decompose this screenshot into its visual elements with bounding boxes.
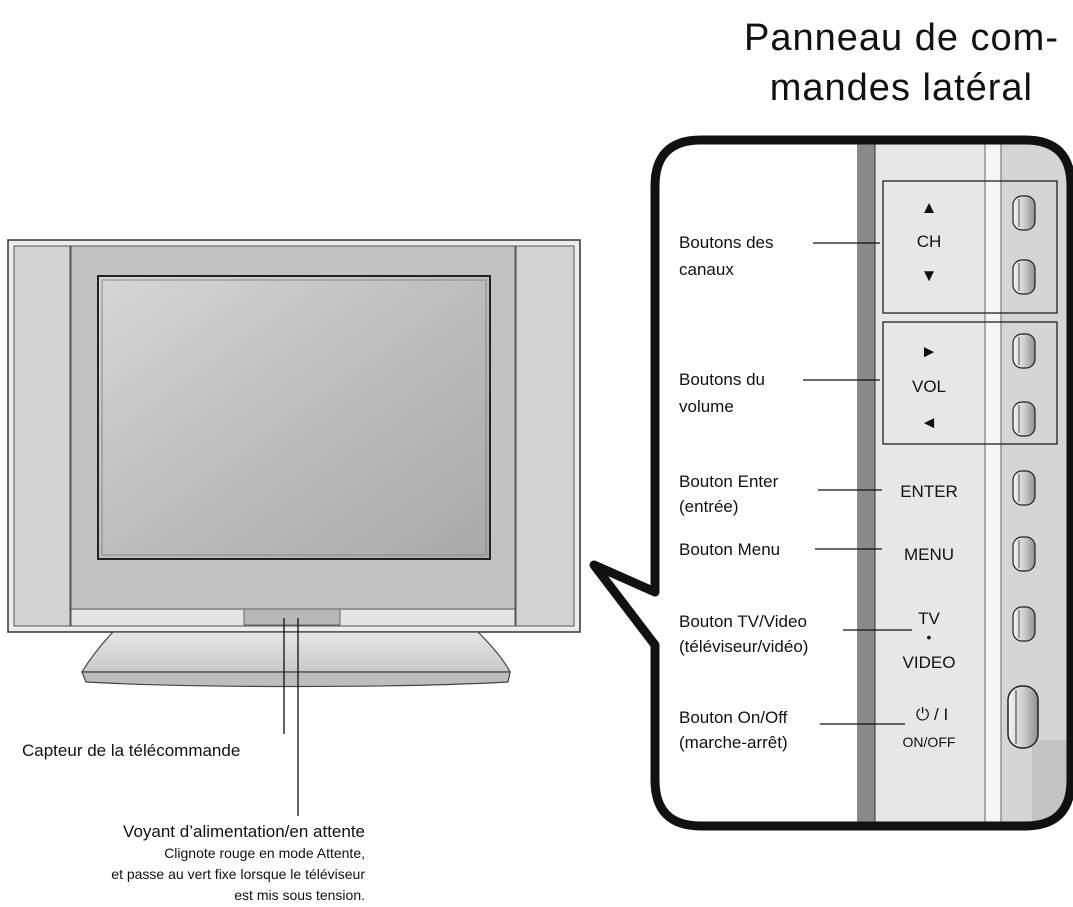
- power-indicator-note-1: Clignote rouge en mode Attente,: [164, 845, 365, 861]
- channel-button-group-box: [882, 180, 1058, 314]
- menu-button-label: Bouton Menu: [679, 540, 780, 559]
- volume-button-group-box: [882, 321, 1058, 445]
- tv-video-button-label-1: Bouton TV/Video: [679, 612, 807, 631]
- vol-up-arrow: ►: [921, 342, 938, 361]
- volume-buttons-label-1: Boutons du: [679, 370, 765, 389]
- power-indicator-note-3: est mis sous tension.: [234, 887, 365, 903]
- enter-button-label-1: Bouton Enter: [679, 472, 779, 491]
- ch-down-button[interactable]: [1012, 259, 1036, 295]
- tv-screen: [97, 275, 491, 560]
- enter-panel-label: ENTER: [900, 482, 958, 501]
- volume-buttons-label-2: volume: [679, 397, 734, 416]
- vol-down-arrow: ◄: [921, 413, 938, 432]
- panel-edge: [857, 140, 875, 826]
- menu-panel-label: MENU: [904, 545, 954, 564]
- callout-outline: [589, 135, 1073, 831]
- vol-label: VOL: [912, 377, 946, 396]
- title-line-1: Panneau de com-: [744, 17, 1059, 59]
- power-button-label-1: Bouton On/Off: [679, 708, 788, 727]
- vol-up-button[interactable]: [1012, 333, 1036, 369]
- power-indicator-label: Voyant d’alimentation/en attente: [123, 822, 365, 841]
- power-button-label-2: (marche-arrêt): [679, 733, 788, 752]
- tv-stand-base: [80, 631, 511, 673]
- title-line-2: mandes latéral: [770, 67, 1033, 109]
- channel-buttons-label-2: canaux: [679, 260, 734, 279]
- tv-panel-label: TV: [918, 609, 940, 628]
- on-off-panel-label: ON/OFF: [903, 734, 956, 750]
- vol-down-button[interactable]: [1012, 401, 1036, 437]
- remote-sensor-label: Capteur de la télécommande: [22, 741, 240, 760]
- sensor-window: [243, 608, 341, 626]
- menu-button[interactable]: [1012, 536, 1036, 572]
- power-symbol-label: ⏻ / I: [916, 705, 948, 724]
- ch-label: CH: [917, 232, 942, 251]
- enter-button-label-2: (entrée): [679, 497, 739, 516]
- power-indicator-note-2: et passe au vert fixe lorsque le télévis…: [111, 866, 365, 882]
- enter-button[interactable]: [1012, 470, 1036, 506]
- tv-video-button[interactable]: [1012, 606, 1036, 642]
- left-speaker: [13, 245, 71, 627]
- callout-bubble: ▲ CH ▼ ► VOL ◄ ENTER MENU TV • VIDEO ⏻ /…: [589, 135, 1073, 831]
- ch-down-arrow: ▼: [921, 266, 938, 285]
- ch-up-button[interactable]: [1012, 195, 1036, 231]
- video-panel-label: VIDEO: [903, 653, 956, 672]
- channel-buttons-label-1: Boutons des: [679, 233, 774, 252]
- tv-panel-dot: •: [927, 629, 932, 645]
- panel-side-face: [875, 140, 985, 826]
- ch-up-arrow: ▲: [921, 198, 938, 217]
- power-button[interactable]: [1007, 685, 1039, 749]
- television: [7, 239, 581, 688]
- right-speaker: [515, 245, 575, 627]
- tv-video-button-label-2: (téléviseur/vidéo): [679, 637, 808, 656]
